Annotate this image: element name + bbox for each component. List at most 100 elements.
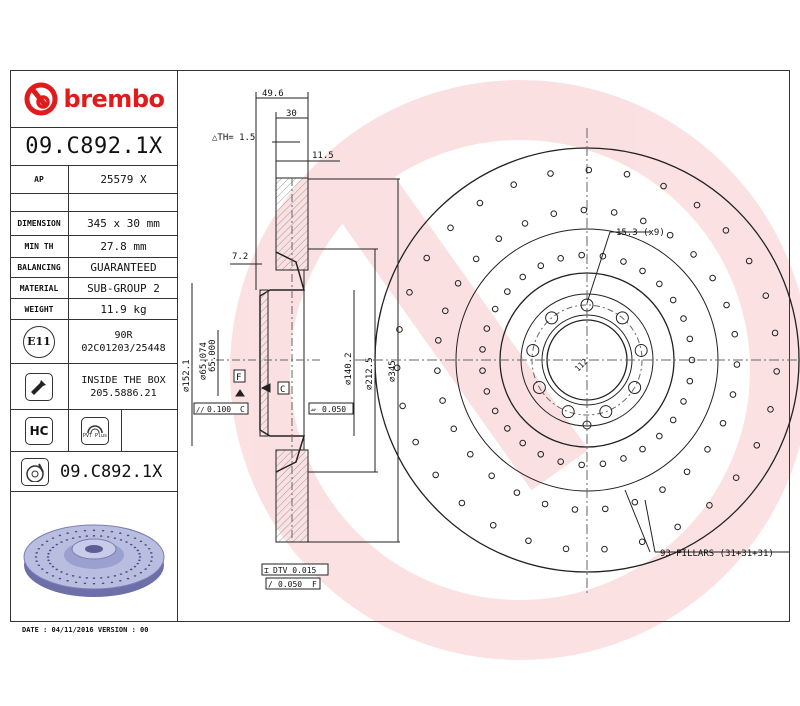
thumbnail-hole — [149, 552, 153, 554]
thumbnail-hole — [47, 552, 50, 555]
spec-label: MIN TH — [10, 236, 69, 257]
thumbnail-hole — [92, 535, 96, 537]
thumbnail-hole — [133, 546, 137, 549]
thumbnail-hole — [65, 573, 69, 575]
thumbnail-hole — [48, 562, 52, 565]
thumbnail-hole — [147, 564, 151, 567]
thumbnail-hole — [46, 556, 50, 558]
thumbnail-hole — [85, 577, 89, 579]
spec-value: 27.8 mm — [100, 240, 147, 253]
thumbnail-hole — [51, 565, 55, 568]
screw-note: INSIDE THE BOX — [81, 374, 166, 386]
thumbnail-hole — [138, 556, 142, 558]
spec-row-dimension: DIMENSION 345 x 30 mm — [10, 212, 178, 236]
thumbnail-hole — [113, 575, 117, 577]
e11-badge: E11 — [10, 320, 69, 363]
thumbnail-hole — [126, 577, 130, 580]
thumbnail-hole — [51, 575, 55, 577]
thumbnail-hole — [110, 530, 114, 533]
thumbnail-hole — [60, 541, 63, 543]
thumbnail-hole — [147, 547, 151, 550]
spec-value: 345 x 30 mm — [87, 217, 160, 230]
thumbnail-hole — [71, 537, 75, 539]
thumbnail-hole — [119, 532, 122, 535]
thumbnail-hole — [85, 535, 89, 537]
spec-label: MATERIAL — [10, 278, 69, 298]
thumbnail-hole — [51, 546, 55, 549]
date-version-footer: DATE : 04/11/2016 VERSION : 00 — [22, 626, 149, 634]
spec-label: BALANCING — [10, 258, 69, 277]
spec-row-min-th: MIN TH 27.8 mm — [10, 236, 178, 258]
thumbnail-hole — [66, 532, 69, 535]
thumbnail-hole — [138, 559, 141, 562]
e11-icon: E11 — [23, 325, 55, 358]
spec-row-blank — [10, 194, 178, 212]
thumbnail-hole — [129, 568, 133, 571]
thumbnail-hole — [66, 579, 69, 582]
thumbnail-hole — [144, 544, 147, 546]
spec-label: WEIGHT — [10, 299, 69, 319]
thumbnail-hole — [106, 536, 110, 538]
brembo-logo-icon — [24, 82, 58, 115]
thumbnail-hole — [133, 565, 137, 568]
thumbnail-hole — [92, 582, 96, 585]
thumbnail-hole — [125, 541, 128, 543]
thumbnail-hole — [113, 537, 117, 539]
thumbnail-hole — [74, 530, 78, 533]
thumbnail-hole — [45, 571, 49, 574]
thumbnail-hole — [136, 562, 140, 565]
thumbnail-hole — [150, 556, 154, 558]
thumbnail-hole — [65, 539, 69, 541]
thumbnail-hole — [125, 571, 128, 573]
thumbnail-hole — [119, 539, 123, 541]
homologation-row: E11 90R 02C01203/25448 — [10, 320, 178, 364]
thumbnail-hole — [37, 564, 41, 567]
homologation-code: 90R — [114, 329, 133, 341]
info-panel: brembo 09.C892.1X AP 25579 X DIMENSION 3… — [10, 70, 178, 622]
thumbnail-hole — [58, 534, 62, 537]
spec-value: 11.9 kg — [100, 302, 147, 316]
spec-row-balancing: BALANCING GUARANTEED — [10, 258, 178, 278]
thumbnail-hole — [41, 568, 44, 570]
spec-value: 25579 X — [100, 173, 147, 186]
spec-value: GUARANTEED — [90, 261, 157, 274]
spec-row-weight: WEIGHT 11.9 kg — [10, 299, 178, 320]
thumbnail-hole — [126, 534, 130, 537]
part-number: 09.C892.1X — [25, 134, 163, 159]
thumbnail-hole — [139, 571, 143, 574]
part-number-secondary: 09.C892.1X — [60, 461, 163, 482]
logo-row: brembo — [10, 70, 178, 128]
thumbnail-hole — [139, 540, 143, 543]
thumbnail-hole — [74, 581, 78, 584]
thumbnail-hole — [92, 577, 96, 579]
spec-label: AP — [10, 166, 69, 193]
thumbnail-hole — [144, 568, 147, 570]
thumbnail-hole — [51, 537, 55, 539]
hc-icon: HC — [25, 416, 53, 445]
thumbnail-hole — [83, 582, 87, 585]
spec-value: SUB-GROUP 2 — [87, 281, 160, 295]
thumbnail-hole — [83, 529, 87, 532]
thumbnail-hole — [71, 575, 75, 577]
pvt-plus-label: PVT Plus — [82, 432, 108, 439]
thumbnail-hole — [45, 540, 49, 543]
screw-row: INSIDE THE BOX 205.5886.21 — [10, 364, 178, 410]
thumbnail-hole — [133, 537, 137, 539]
thumbnail-hole — [35, 560, 39, 562]
part-number-row: 09.C892.1X — [10, 128, 178, 166]
thumbnail-hole — [78, 576, 82, 578]
thumbnail-hole — [129, 543, 133, 546]
thumbnail-hole — [60, 571, 63, 573]
thumbnail-hole — [99, 535, 103, 537]
footer-part-row: 09.C892.1X — [10, 452, 178, 492]
brand-name: brembo — [63, 84, 165, 113]
brembo-logo: brembo — [10, 82, 178, 116]
thumbnail-hole — [92, 529, 96, 532]
thumbnail-hole — [101, 529, 105, 532]
thumbnail-hole — [35, 552, 39, 554]
thumbnail-hole — [55, 543, 59, 546]
thumbnail-hole — [106, 576, 110, 578]
thumbnail-hole — [110, 581, 114, 584]
thumbnail-hole — [48, 549, 52, 552]
disc-pad-icon — [21, 457, 49, 486]
